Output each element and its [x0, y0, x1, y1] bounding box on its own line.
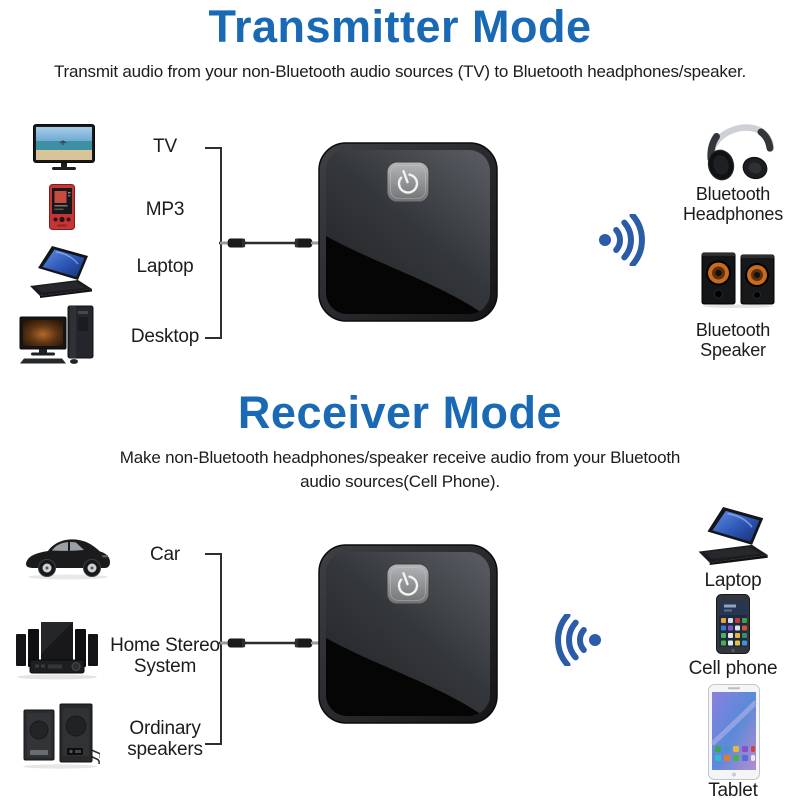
output-label-bluetooth-speaker: Bluetooth Speaker	[695, 320, 771, 361]
ordinary-speakers-icon	[20, 700, 100, 770]
desktop-pc-icon	[18, 305, 100, 365]
source-label-laptop: Laptop	[704, 570, 762, 591]
source-label-desktop: Desktop	[130, 326, 200, 347]
bluetooth-speaker-icon	[700, 250, 776, 308]
receiver-outputs-bracket	[205, 553, 222, 745]
home-stereo-icon	[14, 620, 100, 682]
tablet-icon	[708, 684, 760, 780]
audio-cable-icon	[219, 235, 321, 251]
transmitter-mode-subtitle: Transmit audio from your non-Bluetooth a…	[54, 62, 746, 81]
bluetooth-adapter-device	[318, 544, 498, 724]
output-label-car: Car	[149, 544, 180, 565]
output-label-ordinary-speakers: Ordinary speakers	[127, 718, 203, 761]
power-button-icon	[386, 563, 430, 605]
mp3-player-icon	[49, 184, 75, 230]
wireless-signal-icon	[598, 214, 654, 266]
transmitter-mode-title: Transmitter Mode	[208, 1, 592, 52]
bluetooth-adapter-device	[318, 142, 498, 322]
audio-cable-icon	[219, 635, 321, 651]
wireless-signal-icon	[546, 614, 602, 666]
laptop-icon	[692, 507, 772, 565]
tv-icon	[33, 124, 95, 172]
source-label-cell-phone: Cell phone	[688, 658, 778, 679]
source-label-tv: TV	[153, 136, 177, 157]
laptop-icon	[26, 246, 94, 298]
cell-phone-icon	[716, 594, 750, 654]
output-label-home-stereo: Home Stereo System	[110, 635, 220, 678]
car-icon	[22, 528, 112, 582]
bluetooth-headphones-icon	[697, 119, 777, 183]
receiver-mode-title: Receiver Mode	[237, 387, 563, 438]
receiver-mode-subtitle: Make non-Bluetooth headphones/speaker re…	[119, 448, 681, 491]
power-button-icon	[386, 161, 430, 203]
source-label-laptop: Laptop	[136, 256, 194, 277]
source-label-mp3: MP3	[145, 199, 185, 220]
output-label-bluetooth-headphones: Bluetooth Headphones	[682, 184, 784, 225]
source-label-tablet: Tablet	[708, 780, 758, 800]
